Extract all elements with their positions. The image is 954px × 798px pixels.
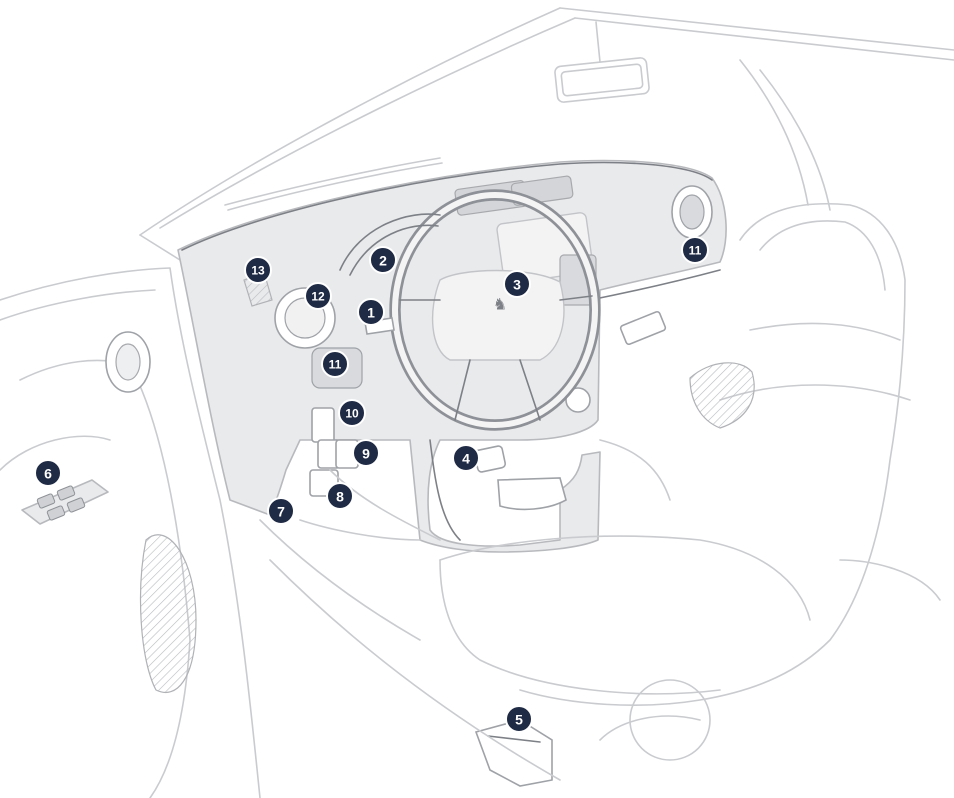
peugeot-lion-logo: ♞ bbox=[493, 297, 507, 314]
callout-circle bbox=[681, 236, 709, 264]
callout-circle bbox=[505, 705, 533, 733]
callout-6: 6 bbox=[34, 459, 62, 487]
driver-door bbox=[0, 267, 261, 798]
steering-wheel: ♞ bbox=[389, 189, 601, 431]
callout-circle bbox=[352, 439, 380, 467]
callout-11: 11 bbox=[681, 236, 709, 264]
callout-8: 8 bbox=[326, 482, 354, 510]
instrument-cluster bbox=[339, 213, 441, 276]
callout-label: 5 bbox=[515, 712, 523, 728]
callout-1: 1 bbox=[357, 298, 385, 326]
callout-label: 11 bbox=[689, 244, 702, 258]
callout-11: 11 bbox=[321, 350, 349, 378]
callout-label: 9 bbox=[362, 446, 370, 462]
callout-13: 13 bbox=[244, 256, 272, 284]
driver-seat bbox=[439, 202, 941, 761]
callout-label: 7 bbox=[277, 504, 285, 520]
callout-circle bbox=[326, 482, 354, 510]
windshield-frame bbox=[139, 7, 954, 261]
callout-9: 9 bbox=[352, 439, 380, 467]
callout-label: 12 bbox=[311, 290, 325, 304]
callout-circle bbox=[357, 298, 385, 326]
callout-circle bbox=[244, 256, 272, 284]
callout-label: 13 bbox=[251, 264, 265, 278]
callout-2: 2 bbox=[369, 246, 397, 274]
callout-5: 5 bbox=[505, 705, 533, 733]
callout-circle bbox=[267, 497, 295, 525]
callout-label: 3 bbox=[513, 277, 521, 293]
callout-4: 4 bbox=[452, 444, 480, 472]
callout-label: 8 bbox=[336, 489, 344, 505]
callout-label: 4 bbox=[462, 451, 470, 467]
defrost-vent bbox=[224, 157, 443, 211]
callout-label: 1 bbox=[367, 305, 375, 321]
callout-circle bbox=[338, 399, 366, 427]
callout-circle bbox=[304, 282, 332, 310]
callout-label: 2 bbox=[379, 253, 387, 269]
callout-circle bbox=[34, 459, 62, 487]
callout-circle bbox=[321, 350, 349, 378]
rear-view-mirror bbox=[554, 21, 650, 103]
callout-10: 10 bbox=[338, 399, 366, 427]
callout-3: 3 bbox=[503, 270, 531, 298]
callout-circle bbox=[369, 246, 397, 274]
callout-7: 7 bbox=[267, 497, 295, 525]
callout-circle bbox=[452, 444, 480, 472]
floor bbox=[259, 469, 561, 781]
callout-12: 12 bbox=[304, 282, 332, 310]
callout-circle bbox=[503, 270, 531, 298]
callout-label: 11 bbox=[329, 358, 342, 372]
callout-label: 6 bbox=[44, 466, 52, 482]
callout-label: 10 bbox=[345, 407, 359, 421]
